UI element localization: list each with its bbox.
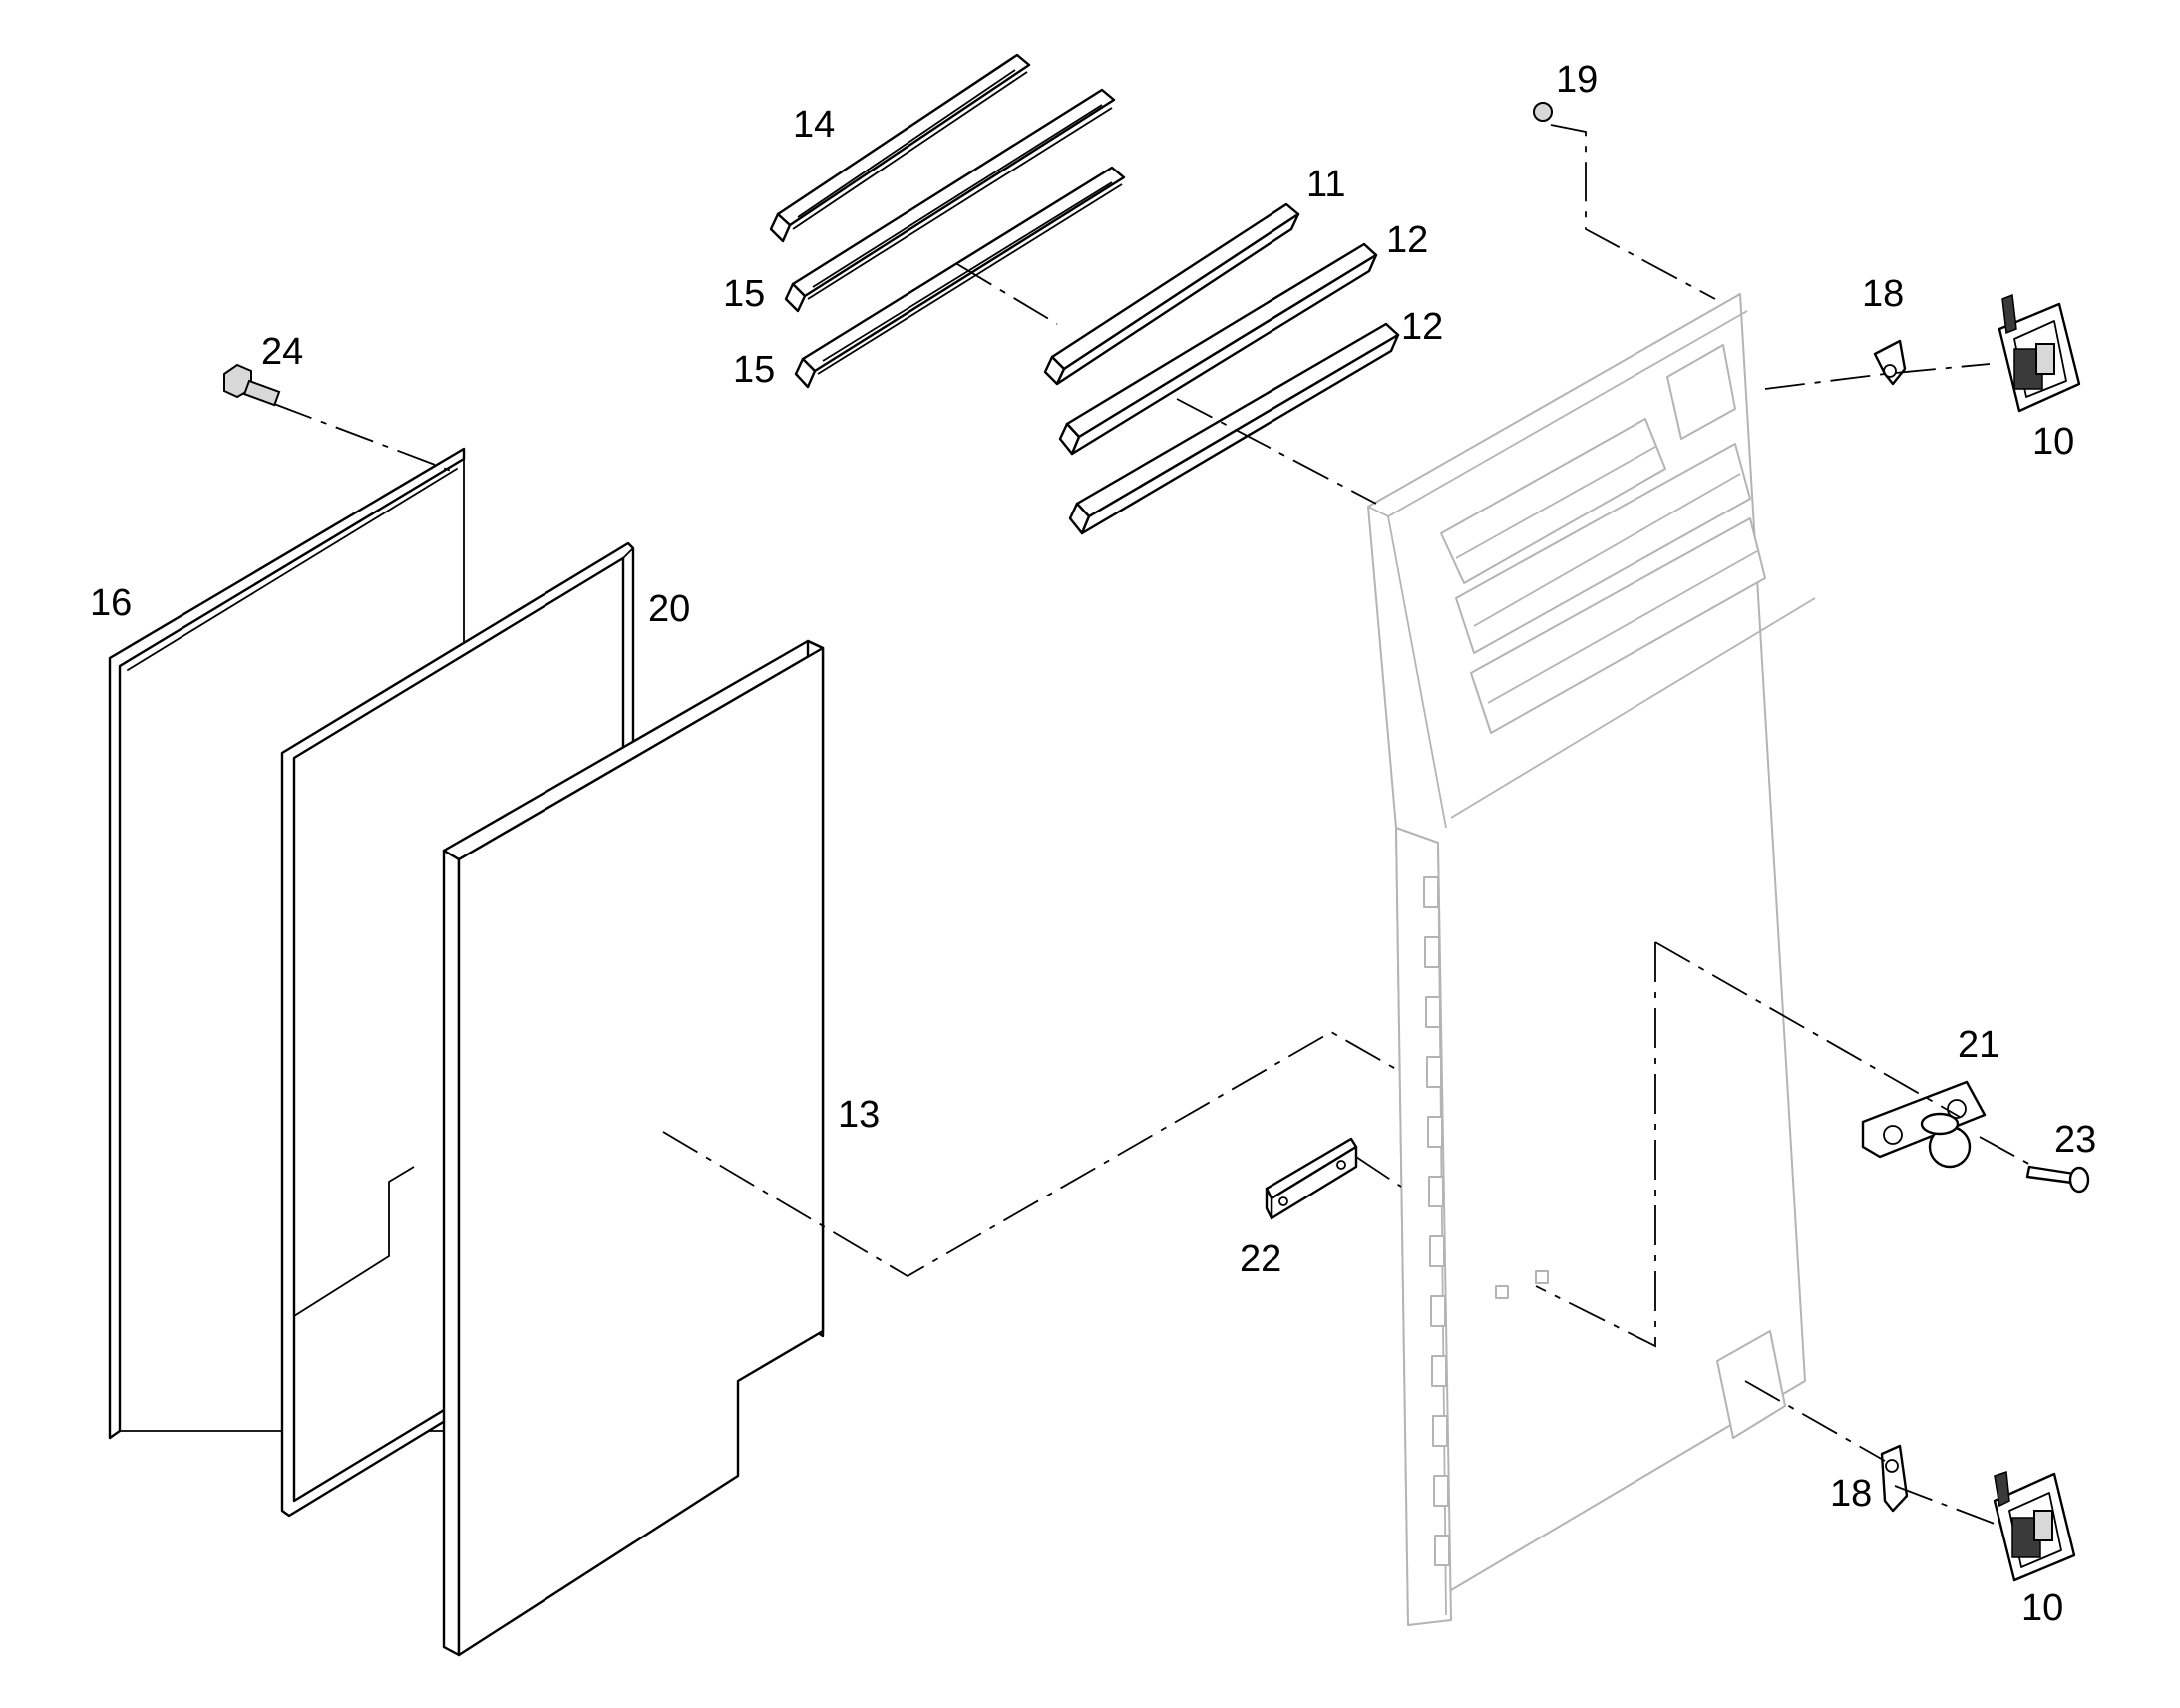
door-small-hole [1495, 1285, 1509, 1299]
callout-10-upper: 10 [2032, 421, 2074, 463]
callout-12-lower: 12 [1401, 306, 1443, 348]
callout-12-upper: 12 [1386, 219, 1428, 261]
latch-cam-18-upper [1873, 339, 1907, 386]
louver-slat-11 [1043, 202, 1300, 386]
callout-16: 16 [90, 582, 132, 624]
callout-15-upper: 15 [723, 273, 765, 315]
screw-19 [1533, 102, 1553, 122]
callout-labels: 10 10 11 12 12 13 14 15 15 16 18 18 19 2… [90, 59, 2096, 1629]
louver-slat-12-lower [1068, 322, 1400, 535]
hinge-knuckles [1423, 876, 1450, 1566]
callout-10-lower: 10 [2021, 1587, 2063, 1629]
channel-15-lower [794, 166, 1126, 389]
callout-18-upper: 18 [1862, 273, 1904, 315]
callout-11: 11 [1306, 164, 1345, 205]
hinge-strip [1395, 827, 1452, 1626]
screw-23 [2025, 1165, 2090, 1194]
callout-21: 21 [1958, 1024, 1999, 1066]
callout-13: 13 [838, 1094, 880, 1136]
bolt-24 [223, 363, 281, 407]
callout-23: 23 [2054, 1119, 2096, 1161]
callout-22: 22 [1240, 1238, 1281, 1280]
plate-22 [1265, 1137, 1358, 1220]
lock-10-lower [1993, 1470, 2076, 1582]
callout-24: 24 [261, 331, 303, 373]
door-small-hole [1535, 1270, 1549, 1284]
callout-15-lower: 15 [733, 349, 775, 391]
callout-18-lower: 18 [1830, 1473, 1872, 1515]
channel-15-upper [784, 88, 1116, 313]
callout-20: 20 [648, 588, 690, 630]
striker-21 [1861, 1080, 1987, 1169]
louver-slat-12-upper [1058, 242, 1378, 456]
lock-10-upper [1998, 293, 2081, 413]
latch-cam-18-lower [1880, 1444, 1909, 1513]
assembly-leader-lines [273, 124, 2035, 1527]
panel-13 [442, 639, 825, 1657]
callout-14: 14 [793, 104, 835, 146]
door-louver-openings [1440, 418, 1766, 734]
door-upper-lock-cutout [1666, 344, 1736, 440]
door-panel [1367, 293, 1816, 1626]
callout-19: 19 [1556, 59, 1598, 101]
channel-14 [769, 53, 1031, 243]
